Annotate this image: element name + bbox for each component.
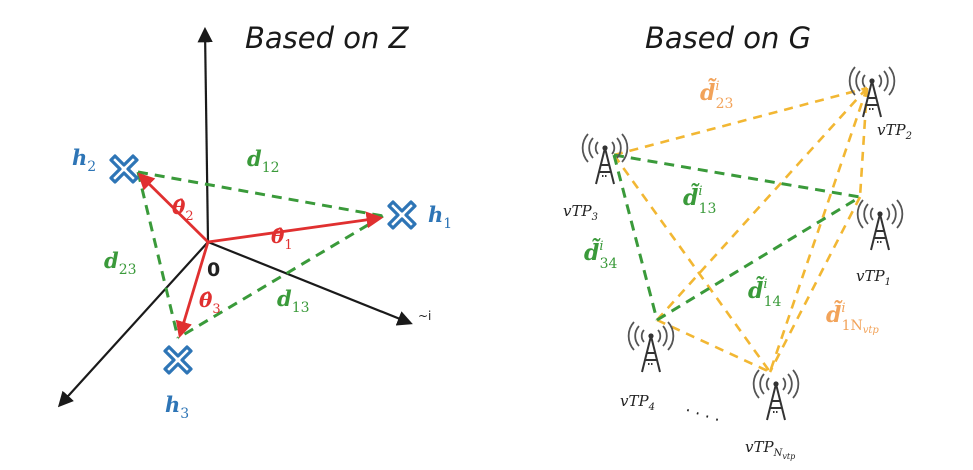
point-h3-label: h3	[165, 392, 189, 422]
edge-vtp3-vtpn	[612, 154, 772, 373]
vtpn-label: vTPNvtp	[745, 438, 795, 461]
edge-vtp3-vtp4	[612, 154, 659, 321]
vtp2-label: vTP2	[877, 121, 912, 142]
right-panel: Based on G vTP3 vTP2 vTP1 vTP4 vTPN	[563, 21, 912, 461]
x-axis	[207, 240, 413, 326]
edge-vtp1-vtpn	[768, 196, 862, 373]
edge-vtp4-vtp1	[656, 195, 861, 322]
distance-d13-label: d13	[277, 286, 310, 316]
edge-vtp3-vtp2	[613, 86, 868, 157]
point-h3-cross-icon	[163, 345, 193, 375]
vtp2-tower-icon	[848, 66, 896, 118]
edge-h1-h3	[177, 214, 384, 340]
ellipsis: · · · ·	[683, 400, 723, 429]
point-h1-label: h1	[428, 202, 452, 232]
vtp4-tower-icon	[627, 321, 675, 373]
edge-h1-h2	[137, 170, 384, 218]
angle-theta3-label: θ̂3	[199, 288, 221, 317]
point-h2-label: h2	[72, 145, 96, 175]
vtp4-label: vTP4	[620, 392, 655, 413]
distance-d23-label: d23	[104, 248, 137, 278]
vtp1-tower-icon	[856, 199, 904, 251]
z-axis	[197, 26, 213, 243]
vector-h1	[207, 211, 384, 244]
vtpn-tower-icon	[752, 369, 800, 421]
edge-vtp2-vtpn	[768, 87, 869, 373]
vector-h3	[175, 241, 210, 339]
vtp1-label: vTP1	[856, 267, 891, 288]
edge-h2-h3	[136, 171, 180, 339]
origin-label: 0	[207, 259, 220, 281]
right-panel-title: Based on G	[645, 21, 811, 55]
left-panel: Based on Z 0 ~i h1 h2 h3 d12 d13 d23 θ̂1…	[57, 21, 452, 422]
angle-theta2-label: θ̂2	[172, 195, 194, 224]
yellow-edges	[612, 86, 869, 374]
point-h1-cross-icon	[387, 200, 417, 230]
angle-theta1-label: θ̂1	[271, 224, 293, 253]
left-panel-title: Based on Z	[245, 21, 410, 55]
edge-vtp2-vtp4	[656, 87, 868, 321]
distance-d12-label: d12	[247, 146, 280, 176]
vector-h2	[137, 172, 209, 243]
vtp3-label: vTP3	[563, 202, 598, 223]
edge-vtp4-vtpn	[656, 318, 771, 374]
axis-label: ~i	[418, 309, 431, 323]
edge-vtp3-vtp1	[613, 153, 861, 199]
y-axis	[57, 241, 209, 408]
green-edges	[612, 153, 861, 322]
point-h2-cross-icon	[109, 154, 139, 184]
